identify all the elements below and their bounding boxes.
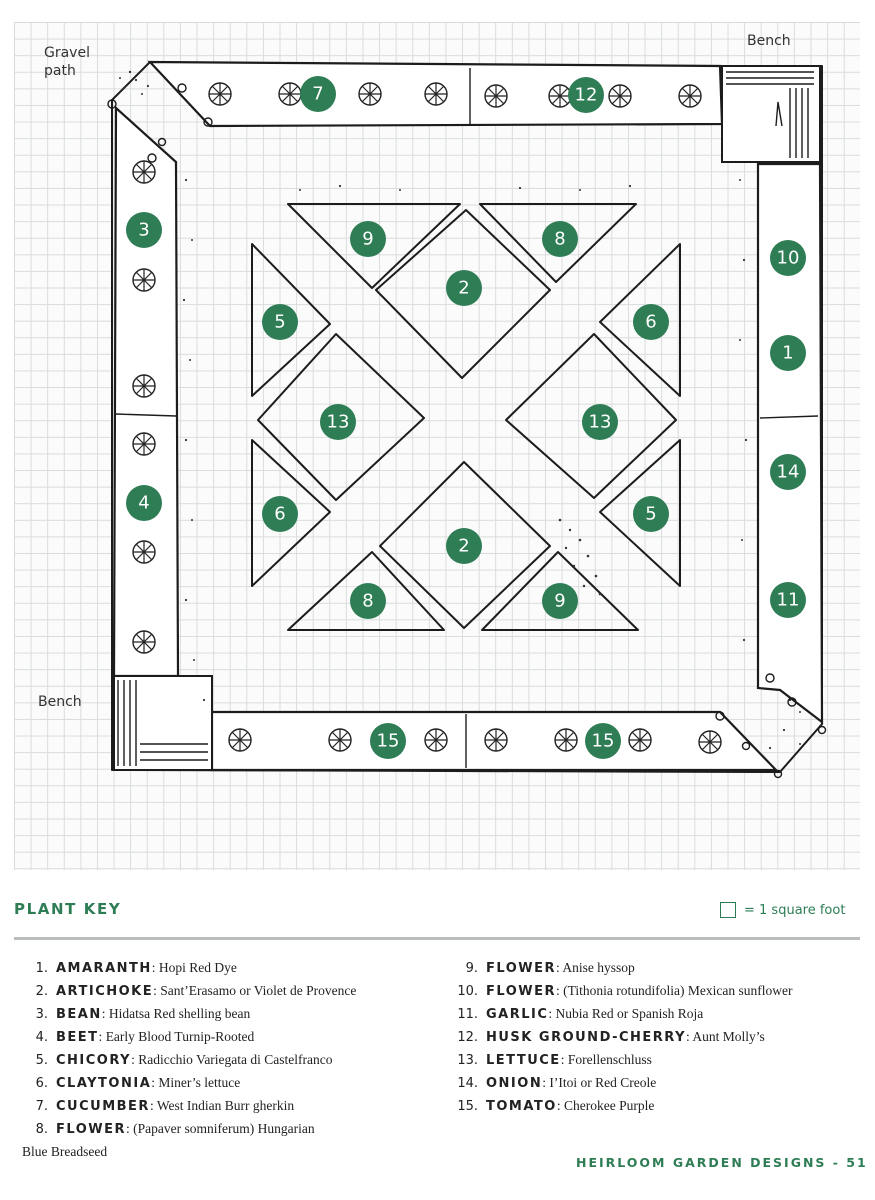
- badge-center-8b: 8: [350, 583, 386, 619]
- square-foot-legend-text: = 1 square foot: [744, 902, 846, 918]
- bed-top-right-triangle: [479, 203, 637, 283]
- key-divider: [14, 937, 860, 940]
- badge-center-5a: 5: [262, 304, 298, 340]
- svg-text:13: 13: [327, 412, 350, 433]
- badge-bottom-15a: 15: [370, 723, 406, 759]
- plan-badges: 7 12 3 4 10 1 14 11 15 15 9 8 2 5 6 13 1…: [126, 76, 806, 759]
- garden-plan: 7 12 3 4 10 1 14 11 15 15 9 8 2 5 6 13 1…: [107, 60, 827, 779]
- bed-bottom-left-triangle: [287, 551, 445, 631]
- bed-left-diamond: [257, 333, 425, 501]
- svg-text:15: 15: [592, 731, 615, 752]
- badge-right-14: 14: [770, 454, 806, 490]
- svg-text:8: 8: [362, 591, 373, 612]
- svg-text:6: 6: [645, 312, 656, 333]
- svg-text:7: 7: [312, 84, 323, 105]
- badge-top-12: 12: [568, 77, 604, 113]
- key-item: 4.BEET: Early Blood Turnip-Rooted: [35, 1029, 255, 1045]
- plant-key-list-right: 9.FLOWER: Anise hyssop 10.FLOWER: (Titho…: [452, 957, 862, 1118]
- badge-center-5b: 5: [633, 496, 669, 532]
- svg-text:1: 1: [782, 343, 793, 364]
- bed-top-left-triangle: [287, 203, 461, 289]
- svg-text:2: 2: [458, 278, 469, 299]
- key-item: 7.CUCUMBER: West Indian Burr gherkin: [35, 1098, 295, 1114]
- center-parterre: [251, 203, 681, 631]
- badge-right-11: 11: [770, 582, 806, 618]
- svg-text:5: 5: [274, 312, 285, 333]
- bed-right-upper-triangle: [599, 243, 681, 397]
- square-foot-legend: = 1 square foot: [720, 902, 845, 918]
- key-item: 5.CHICORY: Radicchio Variegata di Castel…: [35, 1052, 333, 1068]
- badge-center-9a: 9: [350, 221, 386, 257]
- key-item: 10.FLOWER: (Tithonia rotundifolia) Mexic…: [457, 983, 793, 999]
- badge-center-13a: 13: [320, 404, 356, 440]
- right-border-bed: [756, 162, 824, 725]
- svg-text:3: 3: [138, 220, 149, 241]
- bench-left-label: Bench: [38, 694, 82, 710]
- bed-left-lower-triangle: [251, 439, 331, 587]
- bed-right-diamond: [505, 333, 677, 499]
- badge-center-6a: 6: [633, 304, 669, 340]
- svg-text:4: 4: [138, 493, 149, 514]
- badge-center-2b: 2: [446, 528, 482, 564]
- key-item: 6.CLAYTONIA: Miner’s lettuce: [35, 1075, 241, 1091]
- bottom-border-bed: [210, 710, 779, 772]
- key-item: 15.TOMATO: Cherokee Purple: [457, 1098, 655, 1114]
- key-item: 13.LETTUCE: Forellenschluss: [457, 1052, 652, 1068]
- svg-text:5: 5: [645, 504, 656, 525]
- key-item: 9.FLOWER: Anise hyssop: [465, 960, 635, 976]
- key-item: 1.AMARANTH: Hopi Red Dye: [35, 960, 237, 976]
- svg-text:11: 11: [777, 590, 800, 611]
- left-border-bed: [112, 105, 180, 678]
- svg-text:9: 9: [362, 229, 373, 250]
- badge-right-1: 1: [770, 335, 806, 371]
- svg-text:15: 15: [377, 731, 400, 752]
- key-item: 3.BEAN: Hidatsa Red shelling bean: [35, 1006, 251, 1022]
- plant-key-list-left: 1.AMARANTH: Hopi Red Dye 2.ARTICHOKE: Sa…: [22, 957, 442, 1163]
- badge-right-10: 10: [770, 240, 806, 276]
- key-item: 8.FLOWER: (Papaver somniferum) Hungarian…: [22, 1121, 315, 1159]
- bed-bottom-diamond: [379, 461, 551, 629]
- badge-center-9b: 9: [542, 583, 578, 619]
- border-beds: [111, 60, 824, 773]
- bed-bottom-right-triangle: [481, 551, 639, 631]
- svg-text:9: 9: [554, 591, 565, 612]
- badge-top-7: 7: [300, 76, 336, 112]
- svg-text:8: 8: [554, 229, 565, 250]
- svg-text:2: 2: [458, 536, 469, 557]
- path-stones: [107, 83, 827, 779]
- badge-center-6b: 6: [262, 496, 298, 532]
- key-item: 11.GARLIC: Nubia Red or Spanish Roja: [457, 1006, 704, 1022]
- badge-center-13b: 13: [582, 404, 618, 440]
- badge-bottom-15b: 15: [585, 723, 621, 759]
- svg-text:6: 6: [274, 504, 285, 525]
- plant-key-title: PLANT KEY: [14, 900, 122, 918]
- badge-left-3: 3: [126, 212, 162, 248]
- key-item: 2.ARTICHOKE: Sant’Erasamo or Violet de P…: [35, 983, 357, 999]
- bench-bottom-left: [113, 675, 213, 771]
- svg-text:13: 13: [589, 412, 612, 433]
- plant-symbols: [132, 82, 722, 754]
- badge-left-4: 4: [126, 485, 162, 521]
- svg-text:10: 10: [777, 248, 800, 269]
- bed-left-upper-triangle: [251, 243, 331, 397]
- page-footer: HEIRLOOM GARDEN DESIGNS - 51: [576, 1155, 868, 1170]
- bench-top-right: [721, 65, 821, 163]
- badge-center-8a: 8: [542, 221, 578, 257]
- svg-text:14: 14: [777, 462, 800, 483]
- key-item: 12.HUSK GROUND-CHERRY: Aunt Molly’s: [457, 1029, 765, 1045]
- bed-right-lower-triangle: [599, 439, 681, 587]
- bench-top-label: Bench: [747, 33, 791, 49]
- svg-text:12: 12: [575, 85, 598, 106]
- badge-center-2a: 2: [446, 270, 482, 306]
- bed-top-diamond: [375, 209, 551, 379]
- square-foot-swatch: [720, 902, 736, 918]
- key-item: 14.ONION: I’Itoi or Red Creole: [457, 1075, 657, 1091]
- gravel-path-label: Gravel path: [44, 45, 90, 79]
- gravel-stipple: [119, 70, 801, 750]
